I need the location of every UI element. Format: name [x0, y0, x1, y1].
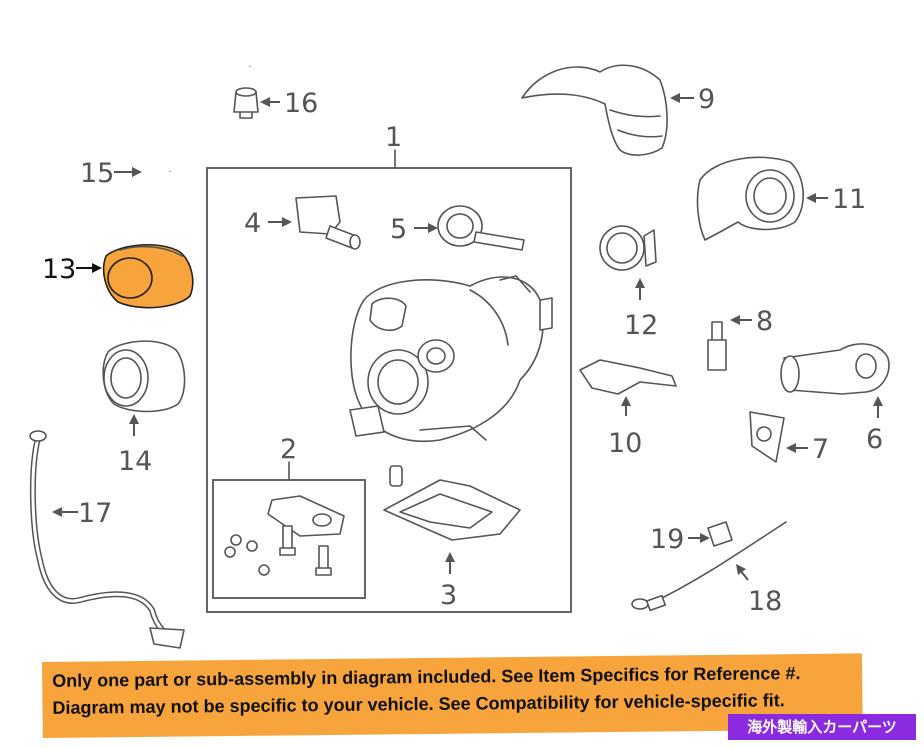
callout-13: 13 — [42, 254, 76, 285]
callout-19: 19 — [650, 524, 684, 555]
part-9-heat-shield — [521, 64, 668, 156]
callout-17: 17 — [78, 498, 112, 529]
part-18-sensor-wire — [631, 521, 787, 612]
callout-2: 2 — [280, 434, 297, 465]
callout-1: 1 — [385, 122, 402, 153]
callout-3: 3 — [440, 580, 457, 611]
part-19-connector — [707, 521, 733, 547]
part-17-pipe — [29, 430, 185, 649]
part-5-actuator — [437, 205, 525, 251]
callout-9: 9 — [698, 84, 715, 115]
part-14-coupler — [102, 340, 186, 413]
callout-15: 15 — [80, 158, 114, 189]
part-8-sensor — [707, 321, 727, 371]
assembly-frame — [206, 167, 572, 613]
callout-5: 5 — [390, 214, 407, 245]
part-4-sensor — [295, 195, 361, 250]
callout-18: 18 — [748, 586, 782, 617]
part-15-hose — [149, 33, 252, 183]
turbocharger — [349, 275, 553, 442]
part-7-gasket — [749, 411, 785, 463]
callout-14: 14 — [118, 446, 152, 477]
disclaimer-line-1: Only one part or sub-assembly in diagram… — [52, 663, 801, 691]
part-10-shield — [579, 359, 677, 395]
callout-16: 16 — [284, 88, 318, 119]
callout-7: 7 — [812, 434, 829, 465]
disclaimer-line-2: Diagram may not be specific to your vehi… — [52, 690, 785, 718]
part-2-gasket-kit — [224, 495, 345, 576]
import-parts-badge: 海外製輸入カーパーツ — [728, 714, 916, 740]
callout-4: 4 — [244, 208, 261, 239]
callout-6: 6 — [866, 424, 883, 455]
part-12-clamp — [599, 225, 657, 271]
part-13-intake-duct — [102, 243, 194, 309]
part-11-outlet-housing — [696, 156, 805, 241]
part-6-elbow — [780, 343, 890, 395]
part-3-bracket — [383, 465, 521, 541]
callout-10: 10 — [608, 428, 642, 459]
part-16-cap — [233, 87, 259, 119]
callout-12: 12 — [624, 310, 658, 341]
callout-8: 8 — [756, 306, 773, 337]
callout-11: 11 — [832, 184, 866, 215]
